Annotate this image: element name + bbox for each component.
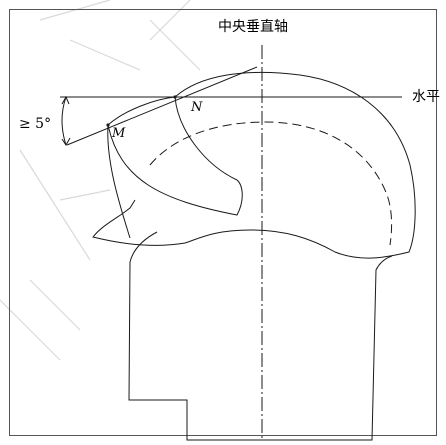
vertical-axis-label: 中央垂直轴 (218, 19, 288, 35)
visor-inner-curve (174, 96, 238, 181)
head-outline (128, 231, 393, 441)
horizontal-label: 水平 (412, 89, 440, 105)
angle-arrow-bottom (61, 137, 71, 146)
point-n-label: N (191, 100, 203, 115)
point-m (106, 123, 110, 127)
frame-border (9, 9, 437, 436)
visor-lower-curve (107, 124, 243, 216)
inner-liner-dashed (149, 121, 393, 246)
angle-arrow-top (61, 95, 70, 105)
angle-label: ≥ 5° (19, 116, 52, 132)
tangent-line (66, 66, 258, 146)
helmet-shell (92, 71, 416, 259)
point-m-label: M (112, 126, 126, 141)
point-n (173, 95, 177, 99)
angle-arc (61, 96, 67, 146)
watermark (0, 0, 201, 361)
